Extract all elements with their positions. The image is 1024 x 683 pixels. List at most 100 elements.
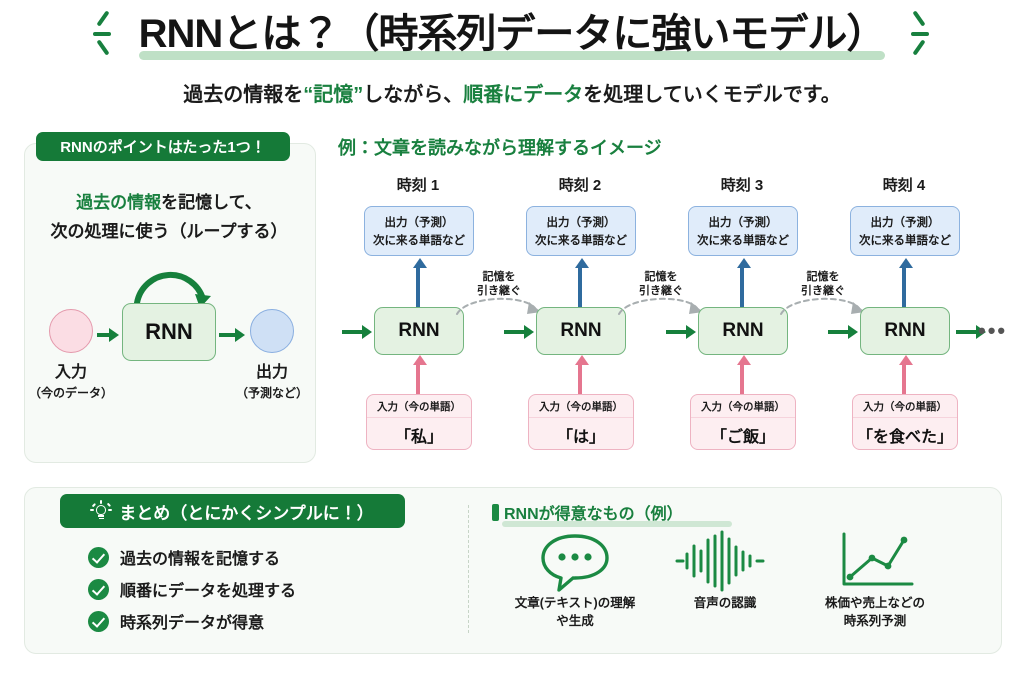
rnn-cell-3: RNN — [698, 307, 788, 355]
memory-label-2: 記憶を引き継ぐ — [616, 271, 706, 299]
input-box-3: 入力（今の単語） 「ご飯」 — [690, 394, 796, 450]
summary-item-0-label: 過去の情報を記憶する — [120, 551, 281, 568]
left-panel-line1-rest: を記憶して、 — [161, 193, 262, 212]
input-box-3-caption: 入力（今の単語） — [691, 395, 795, 418]
subtitle-part1: 過去の情報を — [183, 84, 304, 106]
time-label-2: 時刻 2 — [558, 177, 602, 194]
summary-item-2-label: 時系列データが得意 — [120, 615, 265, 632]
memory-label-2-line2: 引き継ぐ — [639, 284, 683, 297]
title-row: RNNとは？（時系列データに強いモデル） — [0, 8, 1024, 60]
input-label-sub: （今のデータ） — [28, 386, 113, 400]
memory-label-1-line1: 記憶を — [482, 271, 516, 283]
output-box-3-line1: 出力（予測） — [708, 217, 778, 229]
left-panel-line-2: 次の処理に使う（ループする） — [50, 222, 288, 241]
left-panel-input-label: 入力 （今のデータ） — [21, 358, 121, 401]
left-panel-rnn-node: RNN — [122, 303, 216, 361]
input-box-2-word: 「は」 — [556, 429, 605, 446]
summary-item-1-label: 順番にデータを処理する — [120, 583, 297, 600]
subtitle-highlight2: 順番にデータ — [463, 84, 584, 106]
lightbulb-icon — [90, 500, 113, 521]
heading-tick-icon — [492, 503, 499, 521]
subtitle-highlight1: “記憶” — [303, 84, 364, 106]
rnn-cell-2: RNN — [536, 307, 626, 355]
input-box-2: 入力（今の単語） 「は」 — [528, 394, 634, 450]
left-panel-line1-highlight: 過去の情報 — [76, 193, 162, 212]
input-label-main: 入力 — [54, 364, 87, 381]
use-cases-heading-label: RNNが得意なもの（例） — [504, 506, 683, 523]
output-box-1-line2: 次に来る単語など — [373, 235, 465, 247]
summary-item-0: 過去の情報を記憶する — [88, 545, 280, 569]
input-box-4-word: 「を食べた」 — [856, 429, 953, 446]
memory-label-2-line1: 記憶を — [644, 271, 678, 283]
use-case-2-label: 株価や売上などの 時系列予測 — [790, 594, 960, 630]
output-label-main: 出力 — [255, 364, 288, 381]
page-title: RNNとは？（時系列データに強いモデル） — [138, 12, 887, 56]
output-label-sub: （予測など） — [235, 386, 308, 400]
output-box-1: 出力（予測） 次に来る単語など — [364, 206, 474, 256]
timeline-ellipsis: ••• — [978, 318, 1008, 343]
left-panel-output-label: 出力 （予測など） — [222, 358, 322, 401]
output-box-1-line1: 出力（予測） — [384, 217, 454, 229]
use-case-0-line2: や生成 — [556, 614, 594, 629]
title-underline — [138, 51, 886, 60]
left-panel-line-1: 過去の情報を記憶して、 — [24, 188, 314, 213]
loop-arrow-icon — [134, 271, 211, 306]
memory-label-1-line2: 引き継ぐ — [477, 284, 521, 297]
output-box-4: 出力（予測） 次に来る単語など — [850, 206, 960, 256]
output-box-3: 出力（予測） 次に来る単語など — [688, 206, 798, 256]
memory-arrow-2-icon — [618, 297, 703, 315]
time-label-1: 時刻 1 — [396, 177, 440, 194]
memory-label-3: 記憶を引き継ぐ — [778, 271, 868, 299]
use-case-0: 文章(テキスト)の理解 や生成 — [490, 530, 660, 630]
memory-arrow-3-icon — [780, 297, 865, 315]
use-case-0-line1: 文章(テキスト)の理解 — [514, 596, 636, 610]
timeline-heading: 例：文章を読みながら理解するイメージ — [338, 138, 662, 158]
summary-item-1: 順番にデータを処理する — [88, 577, 296, 601]
page-subtitle: 過去の情報を“記憶”しながら、順番にデータを処理していくモデルです。 — [0, 78, 1024, 107]
use-case-1: 音声の認識 — [640, 530, 810, 612]
summary-badge: まとめ（とにかくシンプルに！） — [60, 494, 405, 528]
output-box-2: 出力（予測） 次に来る単語など — [526, 206, 636, 256]
output-box-4-line2: 次に来る単語など — [859, 235, 951, 247]
left-panel-output-circle — [250, 309, 294, 353]
spark-decoration-right-icon — [905, 8, 935, 60]
subtitle-part3: を処理していくモデルです。 — [583, 84, 841, 106]
left-panel-input-circle — [49, 309, 93, 353]
input-box-1-caption: 入力（今の単語） — [367, 395, 471, 418]
input-box-2-caption: 入力（今の単語） — [529, 395, 633, 418]
memory-label-3-line2: 引き継ぐ — [801, 284, 845, 297]
output-box-2-line2: 次に来る単語など — [535, 235, 627, 247]
check-icon — [88, 546, 109, 568]
memory-arrow-1-icon — [456, 297, 541, 315]
use-case-0-label: 文章(テキスト)の理解 や生成 — [490, 594, 660, 630]
input-box-4: 入力（今の単語） 「を食べた」 — [852, 394, 958, 450]
title-wrap: RNNとは？（時系列データに強いモデル） — [133, 10, 892, 60]
input-box-4-caption: 入力（今の単語） — [853, 395, 957, 418]
output-box-4-line1: 出力（予測） — [870, 217, 940, 229]
bottom-panel-divider — [468, 505, 469, 633]
waveform-icon — [640, 530, 810, 592]
output-box-2-line1: 出力（予測） — [546, 217, 616, 229]
summary-badge-label: まとめ（とにかくシンプルに！） — [119, 503, 374, 523]
use-case-1-label: 音声の認識 — [640, 594, 810, 612]
use-case-2: 株価や売上などの 時系列予測 — [790, 530, 960, 630]
subtitle-part2: しながら、 — [363, 84, 464, 106]
memory-label-3-line1: 記憶を — [806, 271, 840, 283]
input-box-3-word: 「ご飯」 — [710, 429, 775, 446]
time-label-3: 時刻 3 — [720, 177, 764, 194]
output-box-3-line2: 次に来る単語など — [697, 235, 789, 247]
line-chart-icon — [790, 530, 960, 592]
check-icon — [88, 610, 109, 632]
rnn-cell-1: RNN — [374, 307, 464, 355]
use-case-1-line1: 音声の認識 — [693, 596, 757, 610]
summary-item-2: 時系列データが得意 — [88, 609, 264, 633]
use-case-2-line1: 株価や売上などの — [824, 596, 925, 610]
speech-bubble-icon — [490, 530, 660, 592]
use-cases-underline — [502, 521, 732, 527]
memory-label-1: 記憶を引き継ぐ — [454, 271, 544, 299]
use-case-2-line2: 時系列予測 — [843, 614, 907, 629]
input-box-1: 入力（今の単語）「私」 — [366, 394, 472, 450]
spark-decoration-left-icon — [89, 8, 119, 60]
time-label-4: 時刻 4 — [882, 177, 926, 194]
